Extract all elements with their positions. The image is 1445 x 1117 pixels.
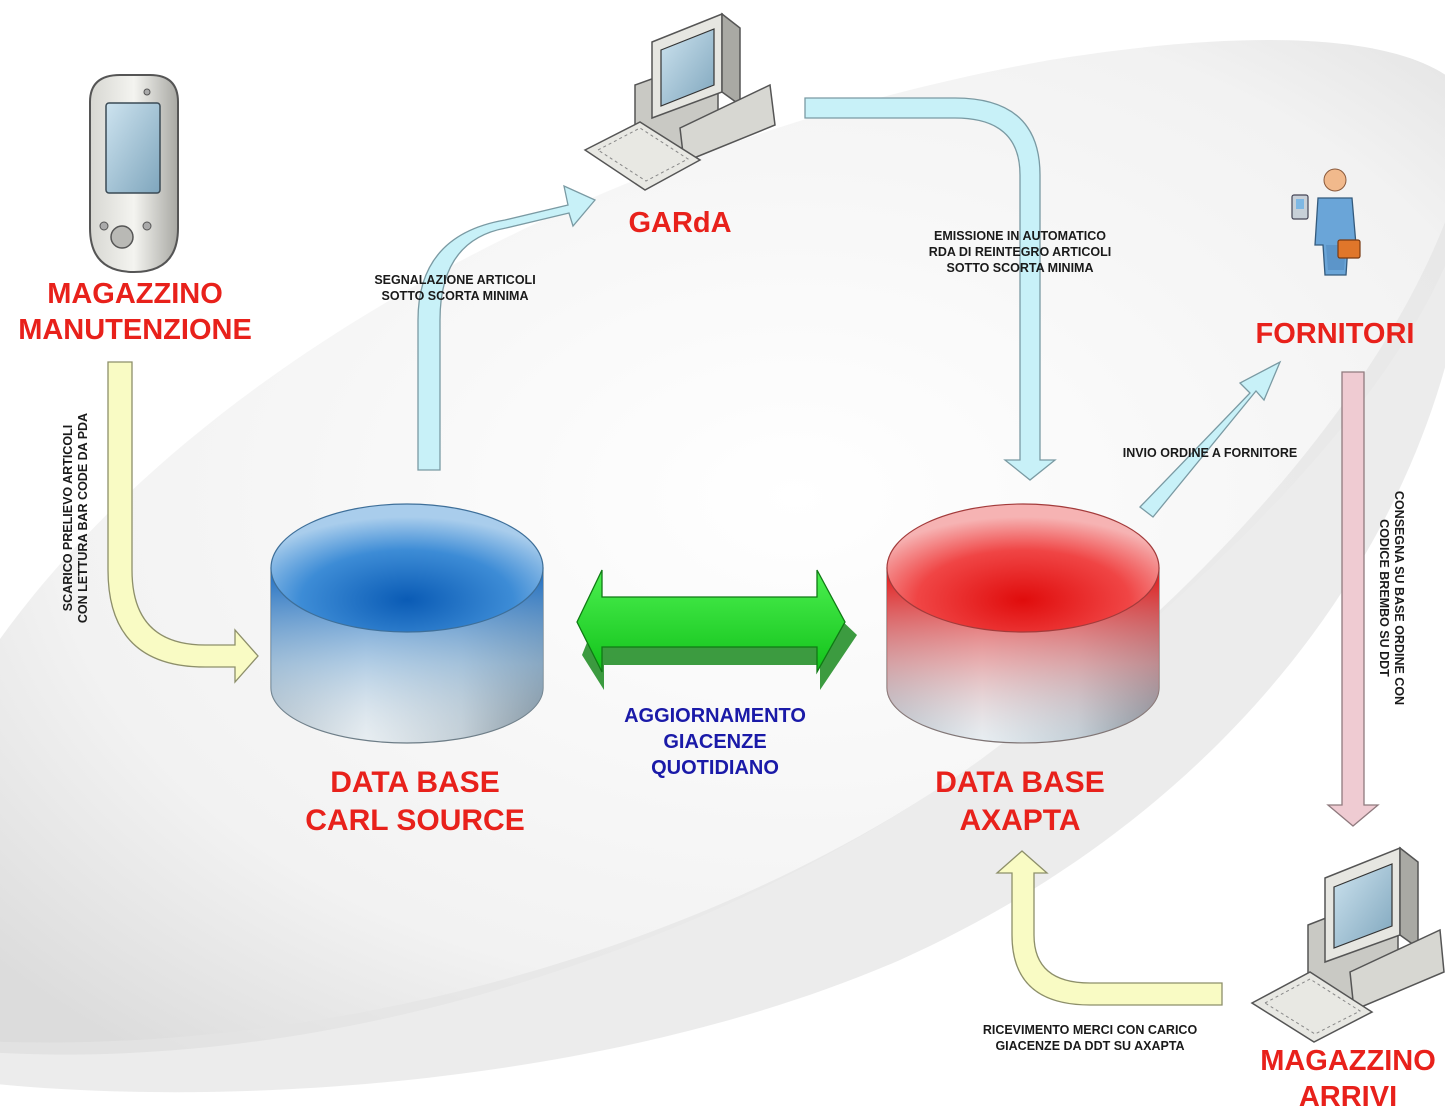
- edge-label-aggiornamento: AGGIORNAMENTO GIACENZE QUOTIDIANO: [585, 703, 845, 781]
- node-label-line: FORNITORI: [1255, 318, 1415, 350]
- arrow-invio-ordine: [1139, 360, 1282, 518]
- edge-label-segnalazione: SEGNALAZIONE ARTICOLI SOTTO SCORTA MINIM…: [340, 272, 570, 304]
- node-label-line: CARL SOURCE: [305, 804, 525, 837]
- arrow-consegna: [1326, 371, 1380, 827]
- edge-label-line: SOTTO SCORTA MINIMA: [946, 261, 1094, 275]
- edge-label-line: INVIO ORDINE A FORNITORE: [1122, 446, 1298, 460]
- node-label-line: MAGAZZINO: [1260, 1045, 1436, 1077]
- edge-label-line: RICEVIMENTO MERCI CON CARICO: [982, 1023, 1198, 1037]
- arrow-segnalazione: [417, 184, 597, 471]
- node-label-line: GARdA: [628, 207, 732, 239]
- edge-label-scarico: SCARICO PRELIEVO ARTICOLI CON LETTURA BA…: [61, 393, 93, 643]
- edge-label-line: CON LETTURA BAR CODE DA PDA: [76, 412, 90, 624]
- edge-label-line: SCARICO PRELIEVO ARTICOLI: [61, 424, 75, 612]
- edge-label-line: CODICE BREMBO SU DDT: [1377, 519, 1391, 677]
- edge-label-consegna: CONSEGNA SU BASE ORDINE CON CODICE BREMB…: [1374, 458, 1406, 738]
- supplier-person-icon: [1291, 168, 1361, 276]
- node-label-line: DATA BASE: [935, 766, 1105, 799]
- arrow-aggiornamento: [576, 569, 857, 690]
- edge-label-line: EMISSIONE IN AUTOMATICO: [934, 229, 1106, 243]
- node-magazzino-manutenzione: MAGAZZINO MANUTENZIONE: [10, 276, 260, 348]
- arrow-emissione: [804, 97, 1057, 481]
- pda-device-icon: [89, 74, 179, 274]
- node-label-line: AXAPTA: [959, 804, 1081, 837]
- edge-label-line: RDA DI REINTEGRO ARTICOLI: [928, 245, 1112, 259]
- node-fornitori: FORNITORI: [1230, 316, 1440, 352]
- db-carl-source-icon: [270, 503, 544, 744]
- db-axapta-icon: [886, 503, 1160, 744]
- node-db-axapta: DATA BASE AXAPTA: [895, 764, 1145, 840]
- edge-label-line: QUOTIDIANO: [651, 757, 779, 779]
- edge-label-invio-ordine: INVIO ORDINE A FORNITORE: [1090, 445, 1330, 461]
- edge-label-line: AGGIORNAMENTO: [624, 705, 806, 727]
- node-garda: GARdA: [600, 205, 760, 241]
- garda-computer-icon: [583, 12, 776, 191]
- edge-label-line: GIACENZE DA DDT SU AXAPTA: [995, 1039, 1185, 1053]
- edge-label-line: SEGNALAZIONE ARTICOLI: [374, 273, 536, 287]
- arrivi-computer-icon: [1250, 846, 1445, 1043]
- node-db-carl-source: DATA BASE CARL SOURCE: [290, 764, 540, 840]
- node-label-line: MANUTENZIONE: [18, 314, 252, 346]
- edge-label-emissione: EMISSIONE IN AUTOMATICO RDA DI REINTEGRO…: [890, 228, 1150, 276]
- edge-label-line: GIACENZE: [663, 731, 767, 753]
- background-swoosh: [0, 40, 1445, 1093]
- node-label-line: MAGAZZINO: [47, 278, 223, 310]
- arrow-ricevimento: [995, 850, 1223, 1006]
- arrow-scarico: [107, 361, 259, 684]
- edge-label-line: SOTTO SCORTA MINIMA: [381, 289, 529, 303]
- node-magazzino-arrivi: MAGAZZINO ARRIVI: [1248, 1043, 1445, 1115]
- node-label-line: DATA BASE: [330, 766, 500, 799]
- edge-label-line: CONSEGNA SU BASE ORDINE CON: [1392, 490, 1406, 706]
- edge-label-ricevimento: RICEVIMENTO MERCI CON CARICO GIACENZE DA…: [940, 1022, 1240, 1054]
- node-label-line: ARRIVI: [1298, 1081, 1398, 1113]
